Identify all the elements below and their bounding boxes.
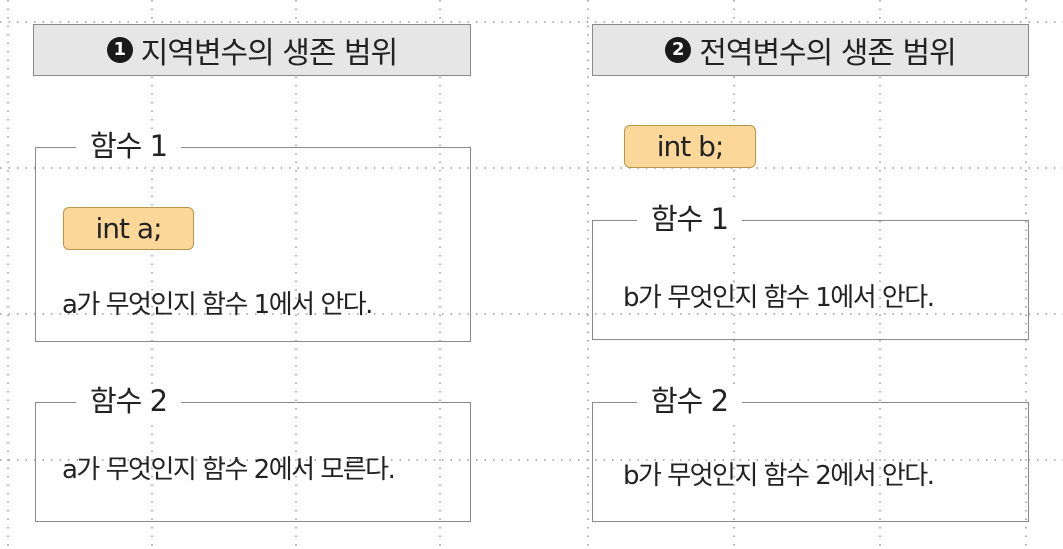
- function1-box-global: 함수 1 b가 무엇인지 함수 1에서 안다.: [592, 202, 1029, 340]
- function1-label: 함수 1: [637, 202, 743, 236]
- global-variable-box: int b;: [624, 125, 756, 168]
- function2-description: b가 무엇인지 함수 2에서 안다.: [623, 461, 935, 491]
- global-scope-header: 2 전역변수의 생존 범위: [592, 24, 1029, 76]
- function2-label: 함수 2: [76, 384, 182, 418]
- function2-box-global: 함수 2 b가 무엇인지 함수 2에서 안다.: [592, 384, 1029, 522]
- function1-description: b가 무엇인지 함수 1에서 안다.: [623, 283, 935, 313]
- function1-label: 함수 1: [76, 129, 182, 163]
- local-scope-header: 1 지역변수의 생존 범위: [33, 24, 471, 76]
- function1-box-local: 함수 1 int a; a가 무엇인지 함수 1에서 안다.: [35, 129, 471, 342]
- function2-label: 함수 2: [637, 384, 743, 418]
- local-variable-box: int a;: [63, 207, 194, 250]
- function2-box-local: 함수 2 a가 무엇인지 함수 2에서 모른다.: [35, 384, 471, 522]
- function1-description: a가 무엇인지 함수 1에서 안다.: [62, 290, 373, 320]
- global-scope-title: 전역변수의 생존 범위: [699, 36, 956, 71]
- local-scope-title: 지역변수의 생존 범위: [140, 36, 398, 71]
- circled-number-badge: 1: [106, 37, 133, 63]
- circled-number-badge: 2: [665, 37, 692, 63]
- function2-description: a가 무엇인지 함수 2에서 모른다.: [62, 455, 396, 485]
